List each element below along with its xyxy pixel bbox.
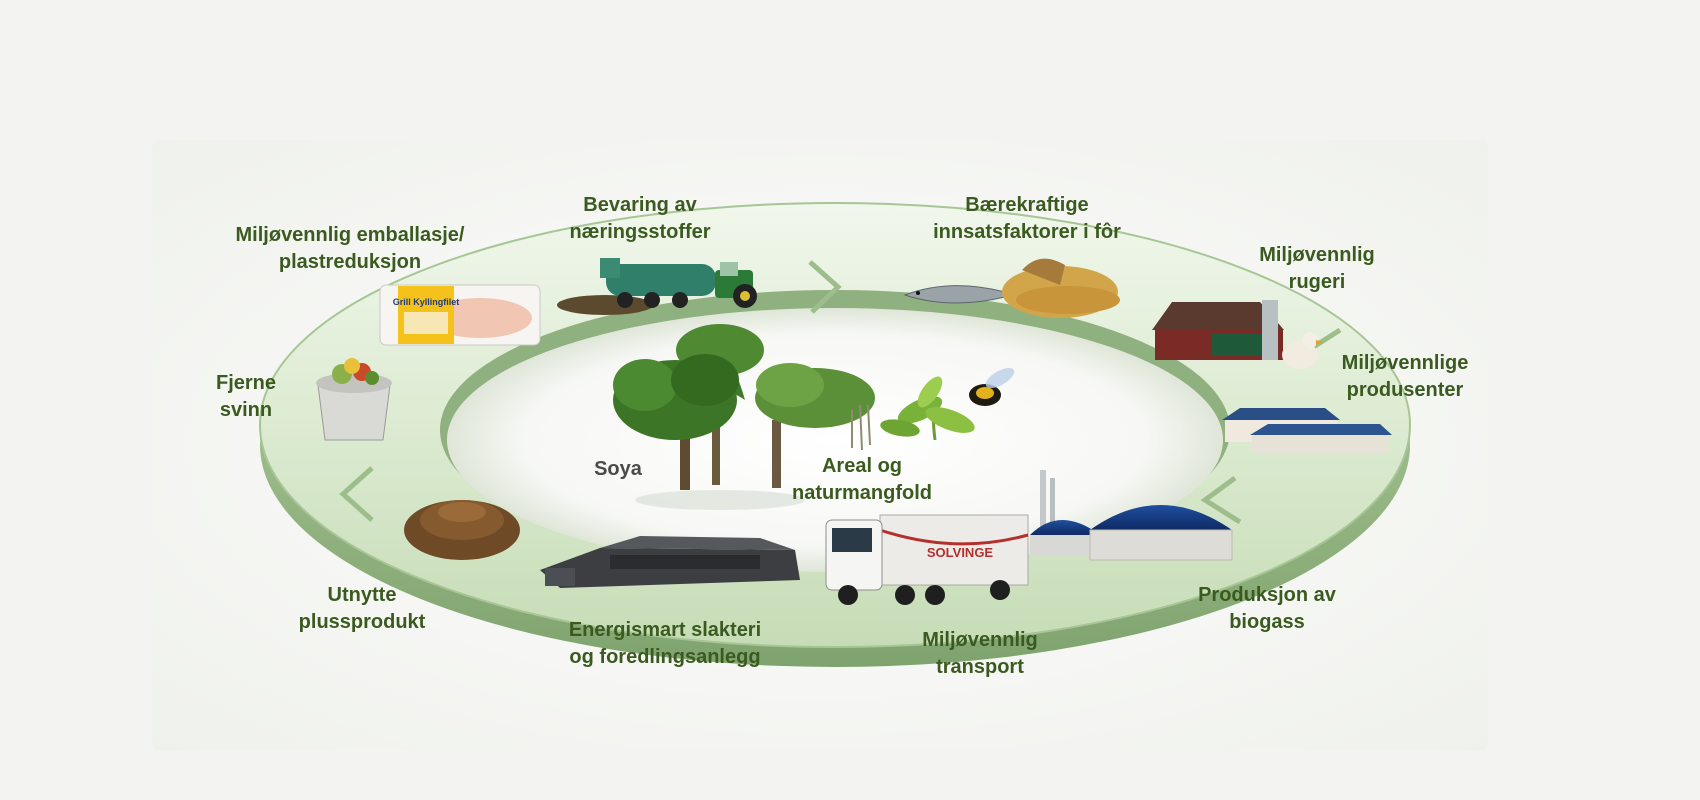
label-svinn: Fjerne svinn [216,370,276,424]
package-brand-text: Grill Kyllingfilet [393,297,460,307]
pellet-pile-illustration [404,500,520,560]
label-innsats-line1: Bærekraftige [965,194,1089,216]
label-plussprodukt-line2: plussprodukt [298,611,426,633]
solar-barn-illustration [1222,408,1392,453]
label-produsenter: Miljøvennlige produsenter [1342,350,1469,404]
label-bevaring-line1: Bevaring av [583,194,697,216]
label-transport-line1: Miljøvennlig [922,629,1038,651]
label-slakteri-line2: og foredlingsanlegg [569,646,761,668]
label-emballasje-line1: Miljøvennlig emballasje/ [235,224,465,246]
truck-brand-text: SOLVINGE [927,545,994,560]
label-biogass-line2: biogass [1229,611,1305,633]
label-slakteri: Energismart slakteri og foredlingsanlegg [569,617,761,671]
slurry-tanker-illustration [557,258,757,315]
label-bevaring-line2: næringsstoffer [569,221,711,243]
label-soya: Soya [594,456,642,483]
label-areal-line1: Areal og [821,455,903,477]
label-slakteri-line1: Energismart slakteri [568,619,762,641]
label-produsenter-line1: Miljøvennlige [1341,352,1469,374]
label-biogass: Produksjon av biogass [1198,582,1336,636]
label-produsenter-line2: produsenter [1346,379,1464,401]
label-areal: Areal og naturmangfold [792,453,932,507]
label-plussprodukt: Utnytte plussprodukt [299,582,426,636]
label-soya-line1: Soya [594,458,642,480]
label-emballasje-line2: plastreduksjon [278,251,422,273]
hatchery-barn-illustration [1152,300,1323,369]
food-package-illustration: Grill Kyllingfilet [379,284,541,346]
label-biogass-line1: Produksjon av [1198,584,1336,606]
label-rugeri: Miljøvennlig rugeri [1259,242,1375,296]
fish-and-feed-illustration [903,258,1120,318]
label-rugeri-line1: Miljøvennlig [1259,244,1375,266]
trees-illustration [613,324,875,510]
biogas-plant-illustration [1030,470,1233,561]
transport-truck-illustration: SOLVINGE [825,514,1029,605]
processing-plant-illustration [540,536,800,588]
label-transport-line2: transport [936,656,1024,678]
label-svinn-line2: svinn [219,399,273,421]
label-areal-line2: naturmangfold [792,482,932,504]
label-rugeri-line2: rugeri [1288,271,1346,293]
label-innsatsfaktorer: Bærekraftige innsatsfaktorer i fôr [933,192,1121,246]
plant-and-bee-illustration [880,367,1015,441]
label-innsats-line2: innsatsfaktorer i fôr [933,221,1121,243]
label-plussprodukt-line1: Utnytte [327,584,397,606]
label-transport: Miljøvennlig transport [922,627,1038,681]
food-waste-bin-illustration [316,358,392,441]
label-emballasje: Miljøvennlig emballasje/ plastreduksjon [236,222,465,276]
label-bevaring: Bevaring av næringsstoffer [569,192,710,246]
label-svinn-line1: Fjerne [215,372,277,394]
